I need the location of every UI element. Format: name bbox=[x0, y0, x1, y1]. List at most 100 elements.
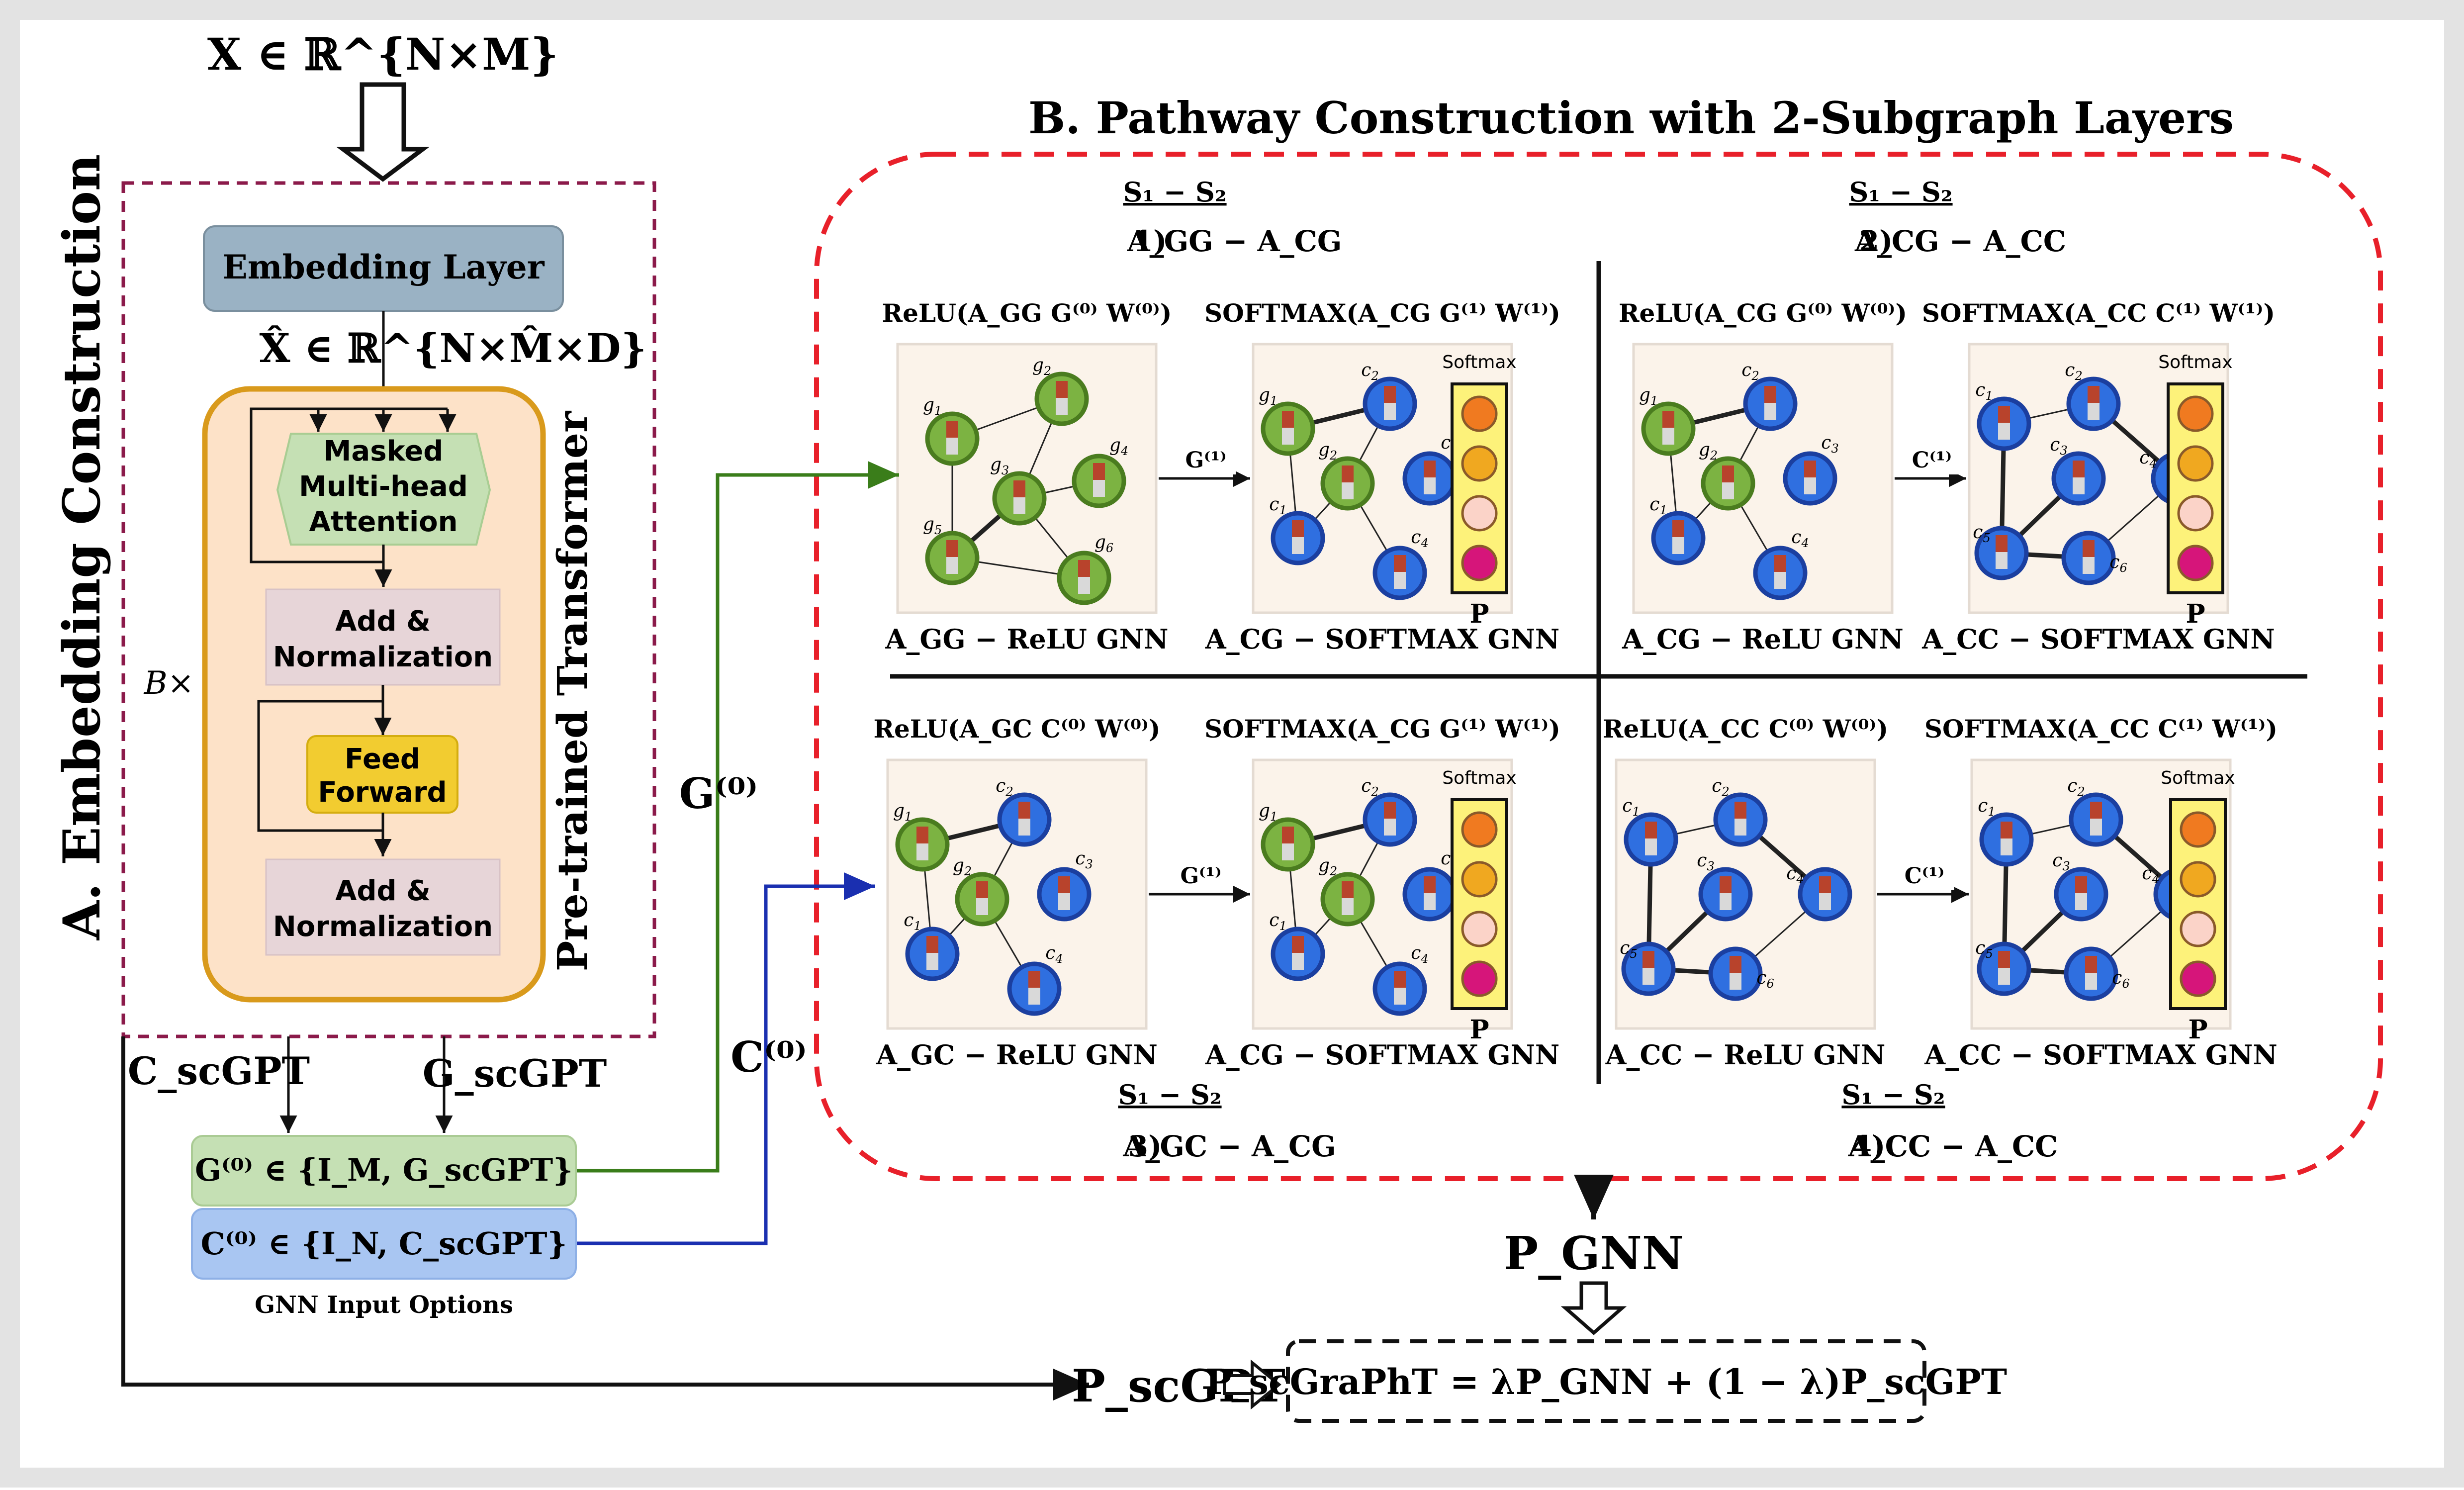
q4-softmax-label: Softmax bbox=[2161, 768, 2235, 788]
q1-left-node-0-glyph-top bbox=[946, 421, 958, 438]
attention-label-1: Masked bbox=[324, 435, 444, 467]
q3-left-node-1-glyph-top bbox=[1018, 802, 1030, 819]
q4-layer-label: C⁽¹⁾ bbox=[1905, 863, 1945, 889]
input-label: X ∈ ℝ^{N×M} bbox=[207, 28, 558, 80]
q3-left-node-5-glyph-bottom bbox=[1028, 988, 1040, 1005]
q1-left-node-1-glyph-top bbox=[1056, 381, 1068, 398]
q3-right-node-1-glyph-top bbox=[1384, 802, 1396, 819]
q1-right-node-5-glyph-top bbox=[1394, 555, 1406, 572]
q4-pair: A_CC − A_CC bbox=[1848, 1129, 2058, 1163]
q4-right-node-4-label: c5 bbox=[1975, 938, 1993, 961]
residual-1 bbox=[250, 407, 383, 563]
q2-prob-1 bbox=[2177, 445, 2214, 482]
q2-right-node-5-glyph-top bbox=[2083, 540, 2095, 557]
q2-left-node-2-glyph-top bbox=[1804, 461, 1816, 477]
q3-left-node-1-glyph-bottom bbox=[1018, 819, 1030, 836]
q1-left-node-0-glyph-bottom bbox=[946, 438, 958, 455]
q1-right-node-2-glyph-bottom bbox=[1424, 477, 1436, 494]
q1-left-node-3-glyph-top bbox=[1093, 463, 1105, 480]
q1-right-node-1-label: c2 bbox=[1361, 360, 1378, 383]
q3-left-node-3-glyph-bottom bbox=[976, 898, 988, 915]
q1-left-node-4-glyph-top bbox=[946, 540, 958, 557]
section-b-title: B. Pathway Construction with 2-Subgraph … bbox=[1028, 92, 2234, 144]
q1-right-node-0-label: g1 bbox=[1259, 385, 1278, 408]
q1-right-node-3-glyph-bottom bbox=[1342, 482, 1354, 499]
g-option-label: G⁽⁰⁾ ∈ {I_M, G_scGPT} bbox=[195, 1152, 573, 1188]
addnorm-box-2 bbox=[265, 858, 501, 956]
q1-right-node-5-glyph-bottom bbox=[1394, 572, 1406, 589]
q1-right-node-3-glyph-top bbox=[1342, 466, 1354, 482]
residual-2 bbox=[257, 700, 383, 832]
q1-right-node-4-glyph-bottom bbox=[1292, 537, 1304, 554]
attention-label-3: Attention bbox=[309, 506, 457, 538]
q2-left-node-0-glyph-bottom bbox=[1662, 428, 1674, 445]
q3-left-node-0-label: g1 bbox=[893, 801, 912, 824]
q4-left-node-1-glyph-top bbox=[1734, 802, 1746, 819]
q1-layer-label-bg bbox=[1176, 449, 1236, 474]
q2-layer-label: C⁽¹⁾ bbox=[1912, 448, 1952, 473]
q2-pair: A_CG − A_CC bbox=[1854, 224, 2066, 258]
embedding-layer-label: Embedding Layer bbox=[222, 248, 545, 286]
q3-left-node-3-glyph-top bbox=[976, 881, 988, 898]
q1-left-node-5-glyph-bottom bbox=[1078, 577, 1090, 594]
q3-layer-label: G⁽¹⁾ bbox=[1180, 863, 1221, 889]
q4-left-node-3-glyph-bottom bbox=[1819, 893, 1831, 910]
q2-layer-label-bg bbox=[1902, 449, 1962, 474]
q2-right-node-2-glyph-bottom bbox=[2073, 477, 2085, 494]
q4-right-node-5-glyph-top bbox=[2085, 956, 2097, 973]
q1-s-header: S₁ − S₂ bbox=[1123, 176, 1226, 208]
q2-right-node-4-label: c5 bbox=[1973, 522, 1990, 545]
q3-layer-label-bg bbox=[1171, 864, 1231, 890]
q4-right-node-5-label: c6 bbox=[2112, 968, 2129, 991]
c-option-box bbox=[191, 1208, 577, 1280]
q4-s-header: S₁ − S₂ bbox=[1841, 1079, 1945, 1111]
q3-left-node-4-glyph-bottom bbox=[926, 953, 938, 970]
q2-prob-2 bbox=[2177, 495, 2214, 532]
q4-left-node-2-glyph-bottom bbox=[1720, 893, 1732, 910]
q3-left-caption: A_GC − ReLU GNN bbox=[876, 1039, 1158, 1071]
q3-prob-2 bbox=[1461, 911, 1498, 947]
q2-right-caption: A_CC − SOFTMAX GNN bbox=[1921, 623, 2275, 655]
ff-line-2: Forward bbox=[318, 776, 447, 809]
q2-right-node-3-label: c4 bbox=[2139, 448, 2157, 470]
repeat-label: B× bbox=[144, 665, 194, 702]
q4-right-node-4-glyph-top bbox=[1998, 951, 2010, 968]
xhat-label: X̂ ∈ ℝ^{N×M̂×D} bbox=[259, 324, 646, 372]
q3-right-node-3-glyph-bottom bbox=[1342, 898, 1354, 915]
q3-prob-1 bbox=[1461, 861, 1498, 898]
final-formula: P_scGraPhT = λP_GNN + (1 − λ)P_scGPT bbox=[1205, 1361, 2007, 1402]
q2-right-node-4-glyph-bottom bbox=[1996, 552, 2008, 569]
q1-right-node-4-glyph-top bbox=[1292, 520, 1304, 537]
q2-prob-3 bbox=[2177, 545, 2214, 581]
q1-left-node-1-glyph-bottom bbox=[1056, 398, 1068, 415]
embedding-dashed-box bbox=[121, 181, 656, 1038]
q1-left-node-3-glyph-bottom bbox=[1093, 480, 1105, 497]
q2-right-node-5-label: c6 bbox=[2109, 552, 2127, 575]
g0-label: G⁽⁰⁾ bbox=[679, 769, 758, 818]
q1-right-node-1-glyph-bottom bbox=[1384, 403, 1396, 420]
q4-left-node-5-glyph-top bbox=[1730, 956, 1741, 973]
q4-right-node-1-glyph-bottom bbox=[2090, 819, 2102, 836]
q3-right-formula: SOFTMAX(A_CG G⁽¹⁾ W⁽¹⁾) bbox=[1204, 714, 1560, 744]
q2-left-node-1-glyph-bottom bbox=[1764, 403, 1776, 420]
q1-number: 1) bbox=[1133, 224, 1167, 258]
q4-prob-1 bbox=[2180, 861, 2216, 898]
ff-line-1: Feed bbox=[345, 743, 420, 775]
q2-right-node-0-glyph-top bbox=[1998, 406, 2010, 423]
addnorm-box-1 bbox=[265, 588, 501, 686]
q4-prob-2 bbox=[2180, 911, 2216, 947]
q1-left-node-2-glyph-bottom bbox=[1013, 497, 1025, 514]
q3-left-node-2-glyph-bottom bbox=[1058, 893, 1070, 910]
pscgpt-hollow-arrow bbox=[1223, 1359, 1281, 1410]
q3-right-node-0-glyph-top bbox=[1282, 827, 1294, 843]
q3-right-node-2-glyph-bottom bbox=[1424, 893, 1436, 910]
q3-right-node-1-glyph-bottom bbox=[1384, 819, 1396, 836]
gscgpt-label: G_scGPT bbox=[423, 1051, 607, 1096]
pscgpt-flow-arrow bbox=[121, 1036, 1089, 1400]
q1-prob-2 bbox=[1461, 495, 1498, 532]
attention-box bbox=[276, 433, 491, 546]
addnorm-2-line-1: Add & bbox=[335, 875, 431, 907]
q1-right-node-3-label: g2 bbox=[1318, 440, 1337, 463]
